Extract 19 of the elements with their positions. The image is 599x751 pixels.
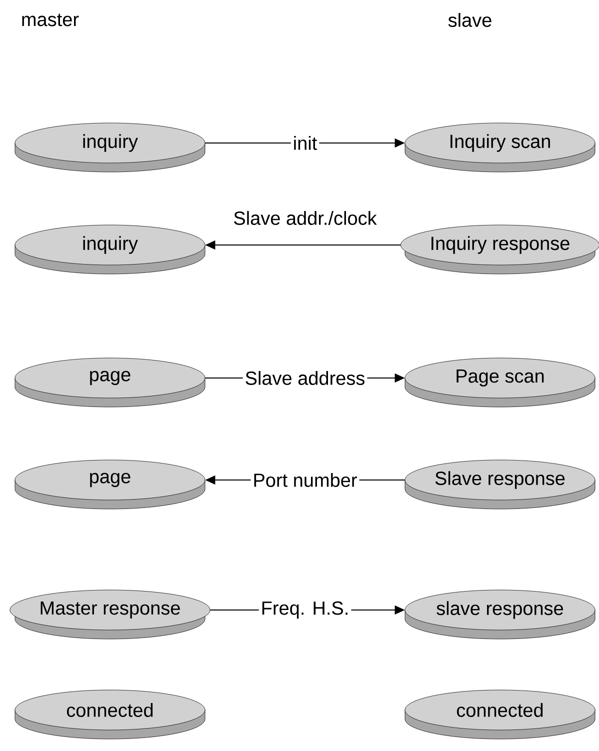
column-heading: master <box>22 14 79 26</box>
disc: Inquiry response <box>400 224 599 274</box>
disc: Page scan <box>404 358 596 408</box>
disc: slave response <box>404 590 596 640</box>
edge-label: Slave address <box>242 369 368 387</box>
disc: Inquiry scan <box>404 122 596 172</box>
disc: connected <box>14 690 206 740</box>
disc: page <box>14 358 206 408</box>
disc: inquiry <box>14 122 206 172</box>
edge-label: init <box>290 134 320 152</box>
disc: Master response <box>10 590 210 640</box>
edge-label: Freq. H.S. <box>258 599 352 621</box>
disc: connected <box>404 690 596 740</box>
disc: inquiry <box>14 224 206 274</box>
edge-label: Port number <box>250 471 360 489</box>
disc: Slave response <box>404 460 596 510</box>
disc: page <box>14 460 206 510</box>
edge-label: Slave addr./clock <box>234 211 377 225</box>
column-heading: slave <box>448 13 492 27</box>
